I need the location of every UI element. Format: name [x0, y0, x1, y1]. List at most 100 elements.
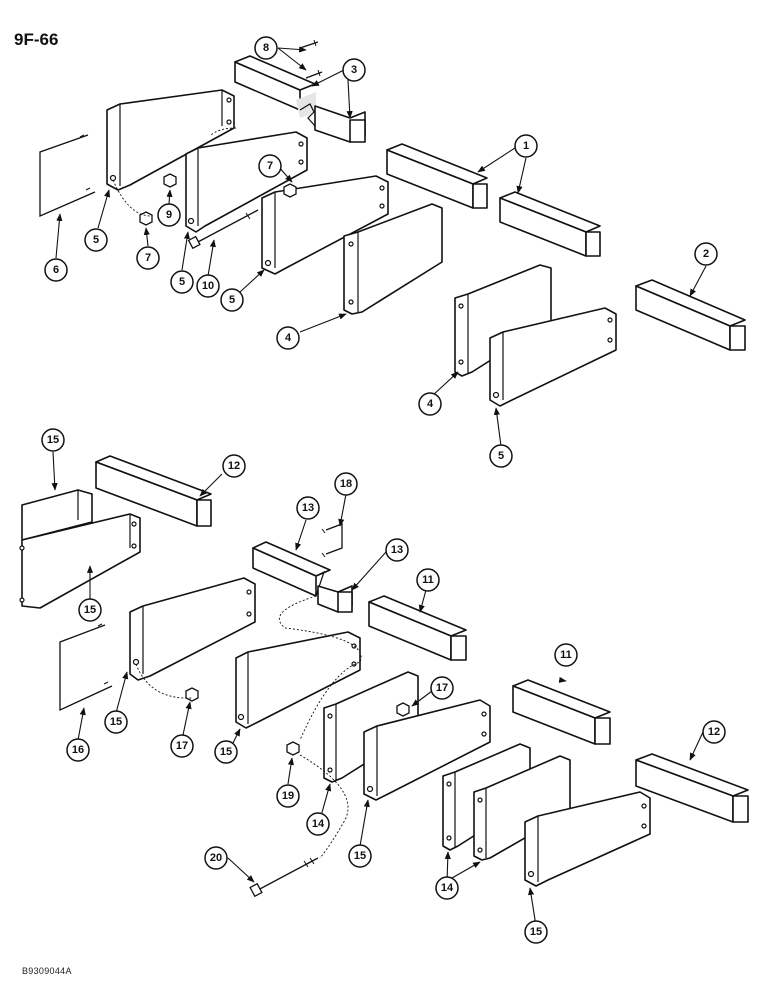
- callout-17-b: 17: [430, 676, 454, 700]
- callout-15-d: 15: [214, 740, 238, 764]
- callout-7-b: 7: [258, 154, 282, 178]
- figure-reference: B9309044A: [22, 966, 72, 976]
- tube-12-a: [95, 455, 212, 527]
- callout-17-a: 17: [170, 734, 194, 758]
- callout-12-b: 12: [702, 720, 726, 744]
- svg-text:10: 10: [202, 280, 214, 292]
- tube-2: [635, 279, 746, 351]
- callout-13-b: 13: [385, 538, 409, 562]
- callout-14-a: 14: [306, 812, 330, 836]
- svg-text:3: 3: [351, 64, 357, 76]
- callout-6: 6: [44, 258, 68, 282]
- svg-text:17: 17: [436, 682, 448, 694]
- callout-13-a: 13: [296, 496, 320, 520]
- callout-15-e: 15: [348, 844, 372, 868]
- svg-text:4: 4: [427, 398, 434, 410]
- callout-5-d: 5: [489, 444, 513, 468]
- nut-19: [286, 741, 300, 756]
- tube-3: [234, 55, 366, 143]
- svg-text:14: 14: [312, 818, 325, 830]
- svg-text:7: 7: [267, 160, 273, 172]
- callout-7-a: 7: [136, 246, 160, 270]
- svg-text:16: 16: [72, 744, 84, 756]
- callout-5-b: 5: [170, 270, 194, 294]
- callout-3: 3: [342, 58, 366, 82]
- plate-15-c: [129, 577, 256, 681]
- leader-lines: [51, 46, 707, 927]
- callout-15-c: 15: [104, 710, 128, 734]
- svg-text:1: 1: [523, 140, 529, 152]
- svg-text:2: 2: [703, 248, 709, 260]
- svg-text:12: 12: [708, 726, 720, 738]
- svg-text:18: 18: [340, 478, 352, 490]
- svg-text:5: 5: [229, 294, 235, 306]
- svg-text:4: 4: [285, 332, 292, 344]
- svg-text:7: 7: [145, 252, 151, 264]
- callout-5-c: 5: [220, 288, 244, 312]
- callout-18: 18: [334, 472, 358, 496]
- nut-17-a: [185, 687, 199, 702]
- nut-17-b: [396, 702, 410, 717]
- tube-1-b: [499, 191, 601, 257]
- svg-text:13: 13: [391, 544, 403, 556]
- bolt-10: [187, 209, 259, 250]
- callout-14-b: 14: [435, 876, 459, 900]
- callout-16: 16: [66, 738, 90, 762]
- svg-text:17: 17: [176, 740, 188, 752]
- svg-text:15: 15: [110, 716, 122, 728]
- svg-text:12: 12: [228, 460, 240, 472]
- bolt-18: [321, 523, 343, 558]
- svg-text:19: 19: [282, 790, 294, 802]
- tube-11-a: [368, 595, 467, 661]
- tube-12-b: [635, 753, 749, 823]
- svg-text:13: 13: [302, 502, 314, 514]
- plate-15-d: [235, 631, 361, 729]
- plate-15-e: [363, 699, 491, 801]
- callout-5-a: 5: [84, 228, 108, 252]
- svg-text:15: 15: [354, 850, 366, 862]
- callout-11-b: 11: [554, 643, 578, 667]
- callout-4-a: 4: [276, 326, 300, 350]
- callout-12-a: 12: [222, 454, 246, 478]
- tube-13: [252, 541, 353, 613]
- callout-15-f: 15: [524, 920, 548, 944]
- svg-text:14: 14: [441, 882, 454, 894]
- bolt-20: [249, 857, 319, 898]
- svg-text:11: 11: [560, 649, 572, 661]
- nut-7-b: [283, 183, 297, 198]
- svg-text:15: 15: [84, 604, 96, 616]
- page-number: 9F-66: [14, 30, 59, 49]
- callout-11-a: 11: [416, 568, 440, 592]
- svg-text:9: 9: [166, 209, 172, 221]
- svg-text:5: 5: [498, 450, 504, 462]
- tube-1-a: [386, 143, 488, 209]
- svg-text:15: 15: [530, 926, 542, 938]
- nut-9: [163, 173, 177, 188]
- callout-8: 8: [254, 36, 278, 60]
- callout-15-b: 15: [78, 598, 102, 622]
- callout-9: 9: [157, 203, 181, 227]
- bolt-8: [299, 39, 323, 79]
- callout-1: 1: [514, 134, 538, 158]
- callout-19: 19: [276, 784, 300, 808]
- svg-text:6: 6: [53, 264, 59, 276]
- plate-4-a: [343, 203, 443, 315]
- plate-15-f: [524, 791, 651, 887]
- callout-15-a: 15: [41, 428, 65, 452]
- svg-text:5: 5: [179, 276, 185, 288]
- svg-text:20: 20: [210, 852, 222, 864]
- nut-7-a: [139, 211, 153, 226]
- svg-text:5: 5: [93, 234, 99, 246]
- u-bolt-6: [39, 134, 96, 217]
- plate-5-d: [489, 307, 617, 407]
- svg-text:15: 15: [47, 434, 59, 446]
- svg-text:15: 15: [220, 746, 232, 758]
- callout-10: 10: [196, 274, 220, 298]
- plate-15-a: [21, 489, 93, 541]
- callout-2: 2: [694, 242, 718, 266]
- plate-5-c: [261, 175, 389, 275]
- svg-text:8: 8: [263, 42, 269, 54]
- svg-text:11: 11: [422, 574, 434, 586]
- plate-15-b: [19, 513, 141, 609]
